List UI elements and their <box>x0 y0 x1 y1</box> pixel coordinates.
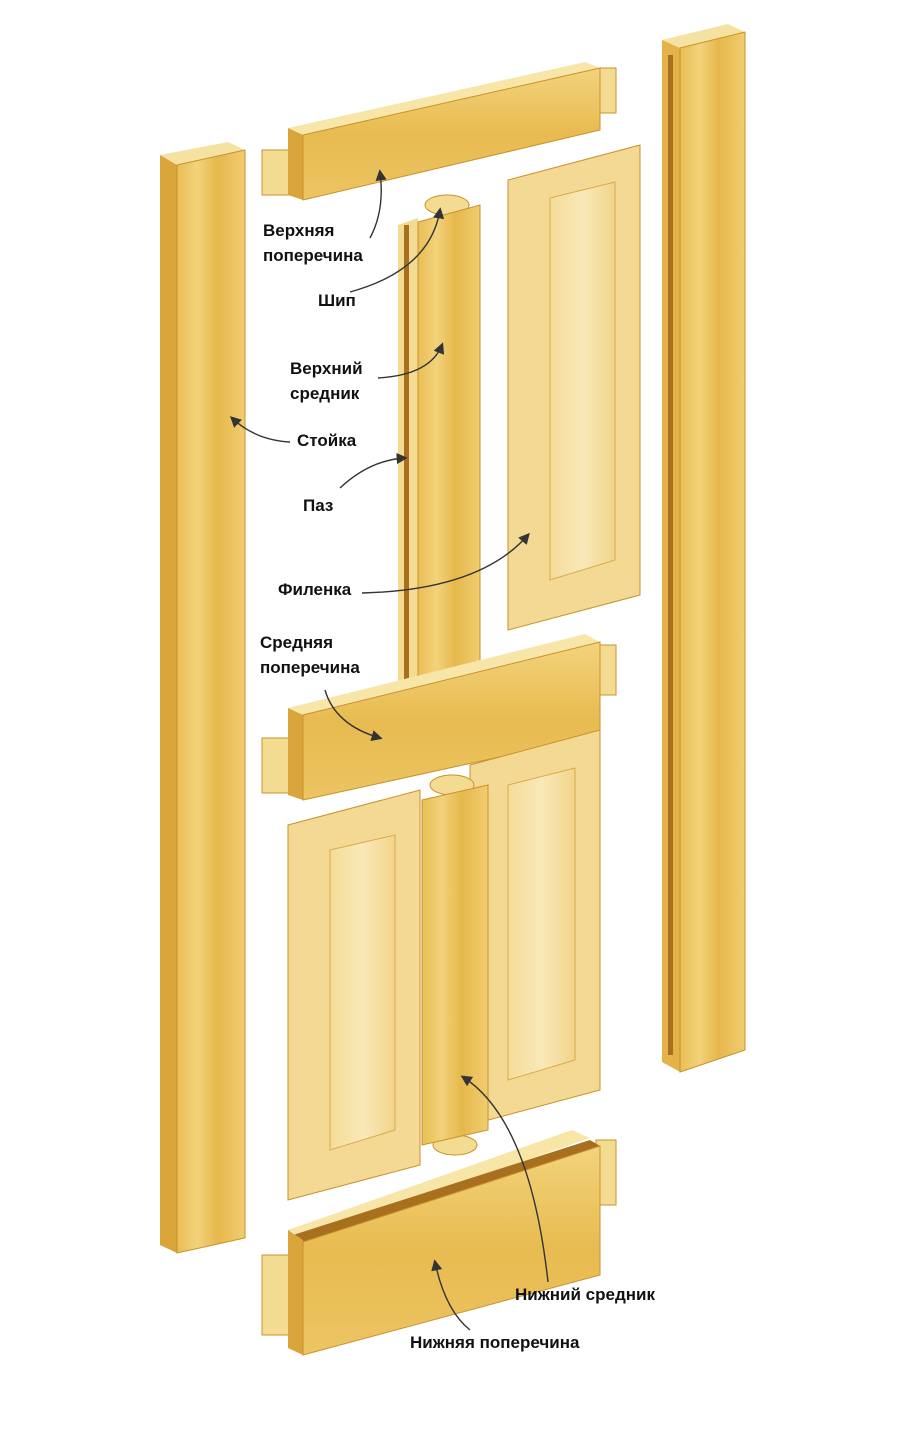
lower-mullion <box>421 774 489 1156</box>
label-panel: Филенка <box>278 580 352 599</box>
label-lower-mullion: Нижний средник <box>515 1285 655 1304</box>
label-line: поперечина <box>260 658 360 677</box>
lower-left-panel <box>287 789 421 1201</box>
label-upper-mullion: Верхний средник <box>290 356 363 406</box>
label-groove: Паз <box>303 496 334 515</box>
label-line: поперечина <box>263 246 363 265</box>
label-line: средник <box>290 384 360 403</box>
bottom-rail <box>261 1130 617 1356</box>
top-rail <box>261 62 617 201</box>
label-line: Верхняя <box>263 221 335 240</box>
label-line: Средняя <box>260 633 334 652</box>
lower-right-panel <box>469 729 601 1126</box>
label-middle-rail: Средняя поперечина <box>260 630 360 680</box>
leader-arrows <box>229 169 549 1331</box>
label-line: Верхний <box>290 359 363 378</box>
label-tenon: Шип <box>318 291 356 310</box>
upper-mullion <box>398 194 481 700</box>
middle-rail <box>261 634 617 801</box>
left-stile <box>160 142 246 1254</box>
right-stile <box>662 24 746 1073</box>
label-bottom-rail: Нижняя поперечина <box>410 1333 580 1352</box>
upper-panel <box>507 144 641 631</box>
label-stile: Стойка <box>297 431 357 450</box>
label-top-rail: Верхняя поперечина <box>263 218 363 268</box>
